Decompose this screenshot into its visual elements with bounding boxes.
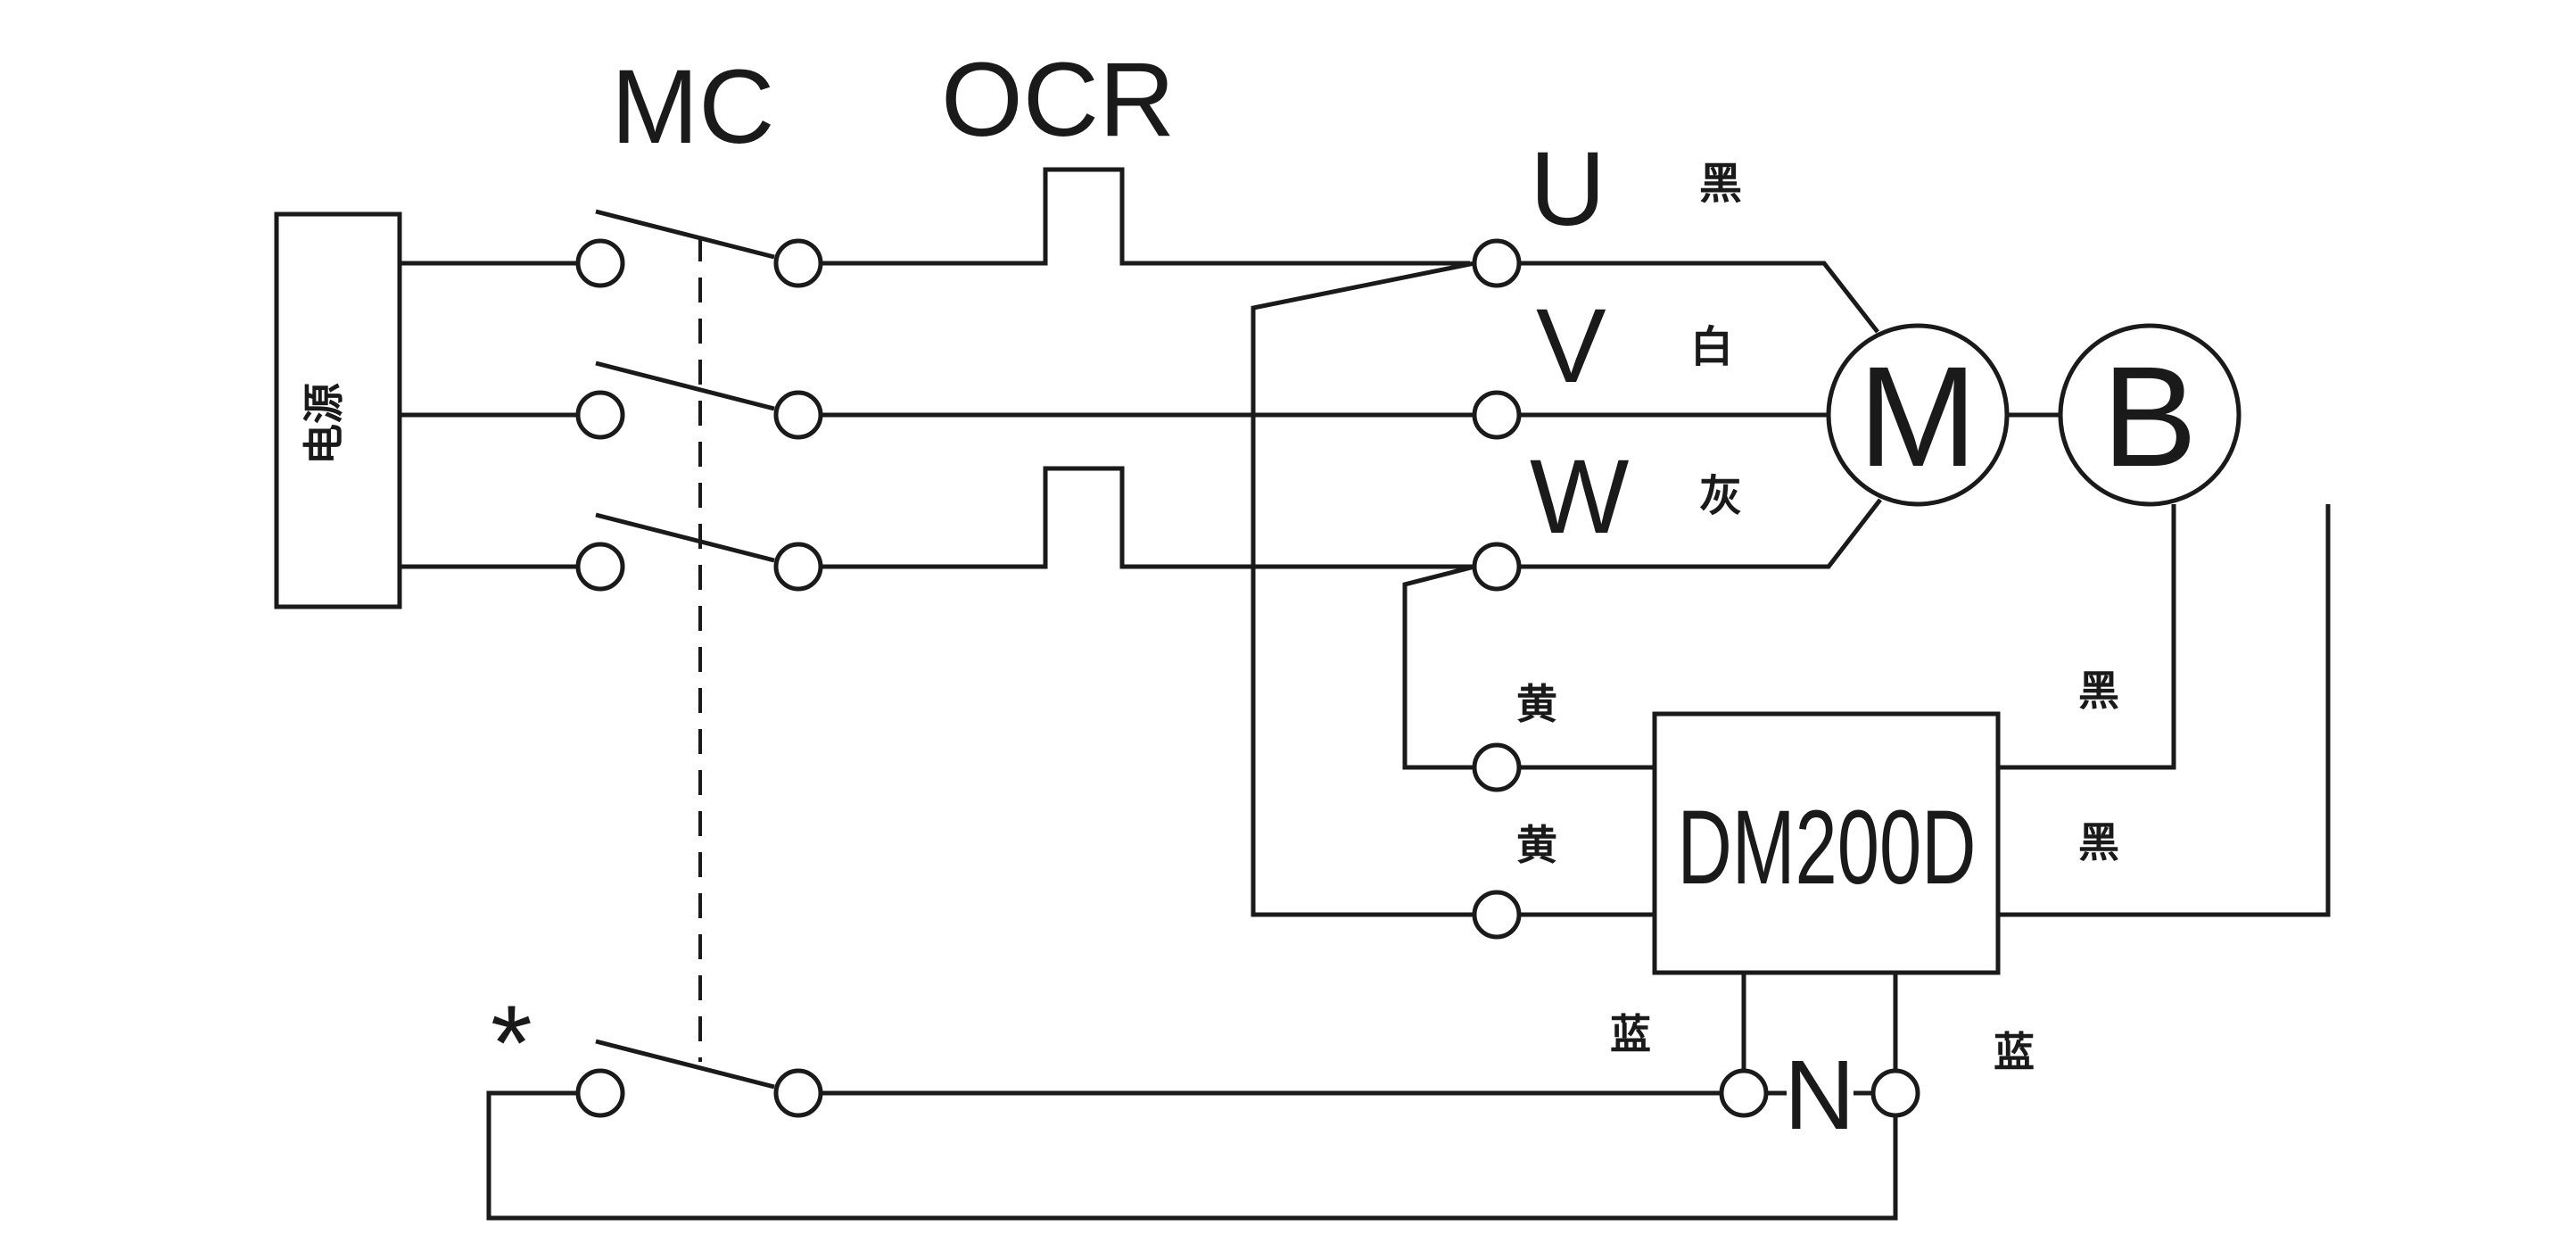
ctrl-out-wire-2	[1998, 504, 2331, 917]
w-motor-wire	[1519, 498, 1882, 569]
terminal-v	[1472, 390, 1522, 440]
mc-contact-3	[595, 512, 775, 563]
aux-out-terminal	[773, 1068, 823, 1118]
aux-return-wire	[486, 1090, 1898, 1221]
controller-box	[1652, 711, 2001, 975]
wire-color-w: 灰	[1699, 471, 1742, 521]
phase-u-label: U	[1530, 130, 1606, 248]
neutral-terminal-right	[1870, 1068, 1920, 1118]
wire-color-ctrl-out-1: 黑	[2078, 667, 2119, 715]
ocr-label: OCR	[941, 41, 1175, 159]
mc-label: MC	[611, 48, 775, 166]
w-tap-wire	[1402, 564, 1475, 770]
controller-label: DM200D	[1678, 789, 1977, 907]
phase-v-label: V	[1536, 287, 1606, 405]
terminal-u	[1472, 238, 1522, 288]
u-motor-wire	[1519, 261, 1879, 334]
mc-in-terminal-1	[575, 238, 625, 288]
power-source-label: 电源	[300, 383, 348, 465]
wire-color-neutral-right: 蓝	[1994, 1028, 2035, 1076]
mc-contact-1	[595, 209, 775, 260]
brake-label: B	[2102, 336, 2198, 496]
wire-color-ctrl-in-2: 黄	[1516, 821, 1557, 869]
terminal-w	[1472, 542, 1522, 592]
aux-switch-mark: *	[491, 983, 533, 1103]
wire-color-ctrl-out-2: 黑	[2078, 818, 2119, 866]
mc-out-terminal-1	[773, 238, 823, 288]
wire-color-u: 黑	[1699, 159, 1742, 209]
neutral-label: N	[1784, 1040, 1854, 1150]
ctrl-in-terminal-1	[1472, 742, 1522, 792]
ocr-1-wire	[821, 167, 1470, 266]
power-source-box	[274, 211, 402, 609]
ctrl-out-wire-1	[1998, 504, 2176, 770]
mc-in-terminal-2	[575, 390, 625, 440]
motor-label: M	[1858, 336, 1977, 496]
aux-in-terminal	[575, 1068, 625, 1118]
wire-color-v: 白	[1690, 322, 1733, 372]
mc-contact-2	[595, 360, 775, 411]
u-tap-wire	[1251, 261, 1475, 917]
neutral-terminal-left	[1719, 1068, 1769, 1118]
ctrl-in-terminal-2	[1472, 890, 1522, 940]
mc-out-terminal-2	[773, 390, 823, 440]
aux-contact	[595, 1039, 775, 1090]
mc-in-terminal-3	[575, 542, 625, 592]
wire-color-ctrl-in-1: 黄	[1516, 680, 1557, 728]
wire-color-neutral-left: 蓝	[1610, 1010, 1651, 1058]
ocr-3-wire	[821, 466, 1474, 569]
phase-w-label: W	[1530, 438, 1629, 556]
brake	[2058, 323, 2242, 507]
mc-out-terminal-3	[773, 542, 823, 592]
